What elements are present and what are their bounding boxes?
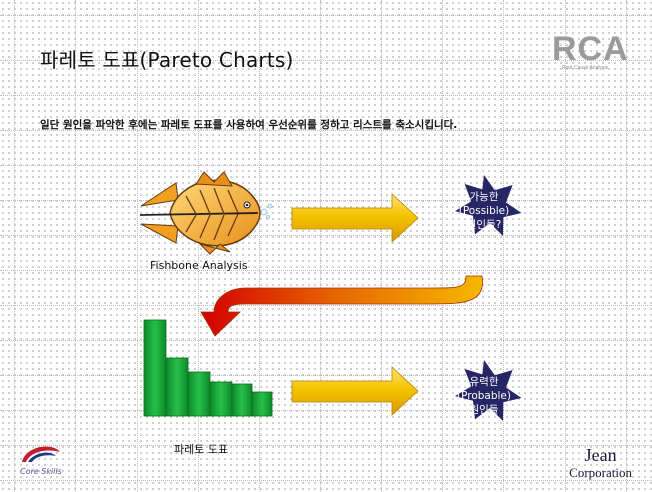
arrow-curve-to-pareto bbox=[200, 275, 483, 337]
pareto-bar bbox=[187, 371, 211, 417]
pareto-chart-icon bbox=[143, 319, 273, 417]
possible-causes-label: 가능한 (Possible) 원인들? bbox=[439, 190, 529, 232]
probable-line-3: 원인들 bbox=[469, 404, 499, 416]
probable-line-2: (Probable) bbox=[457, 390, 511, 402]
core-skills-logo-text: Core Skills bbox=[20, 467, 62, 476]
pareto-bar bbox=[143, 319, 167, 417]
company-suffix: Corporation bbox=[569, 465, 632, 480]
probable-causes-star-icon bbox=[455, 360, 522, 421]
possible-line-2: (Possible) bbox=[458, 205, 510, 217]
arrow-fishbone-to-possible bbox=[291, 193, 419, 243]
intro-text: 일단 원인을 파악한 후에는 파레토 도표를 사용하여 우선순위를 정하고 리스… bbox=[40, 119, 458, 131]
fishbone-label: Fishbone Analysis bbox=[150, 259, 248, 272]
arrow-pareto-to-probable bbox=[291, 366, 419, 416]
core-skills-logo-icon bbox=[22, 446, 60, 462]
probable-causes-label: 유력한 (Probable) 원인들 bbox=[439, 375, 529, 417]
fishbone-fish-icon bbox=[139, 171, 273, 255]
possible-line-3: 원인들? bbox=[466, 219, 502, 231]
rca-logo-letters: RCA bbox=[552, 30, 629, 68]
rca-logo: RCA Root Cause Analysis bbox=[552, 32, 636, 71]
pareto-label: 파레토 도표 bbox=[174, 443, 229, 456]
possible-causes-star-icon bbox=[455, 175, 522, 236]
rca-logo-subtitle: Root Cause Analysis bbox=[562, 65, 609, 71]
company-name: Jean bbox=[584, 445, 617, 465]
pareto-bar bbox=[251, 391, 273, 417]
possible-line-1: 가능한 bbox=[469, 191, 499, 203]
probable-line-1: 유력한 bbox=[469, 376, 499, 388]
page-title: 파레토 도표(Pareto Charts) bbox=[40, 48, 294, 72]
company-logo: Jean Corporation bbox=[569, 446, 632, 482]
pareto-bar bbox=[231, 383, 253, 417]
pareto-bar bbox=[165, 357, 189, 417]
pareto-bar bbox=[209, 381, 233, 417]
